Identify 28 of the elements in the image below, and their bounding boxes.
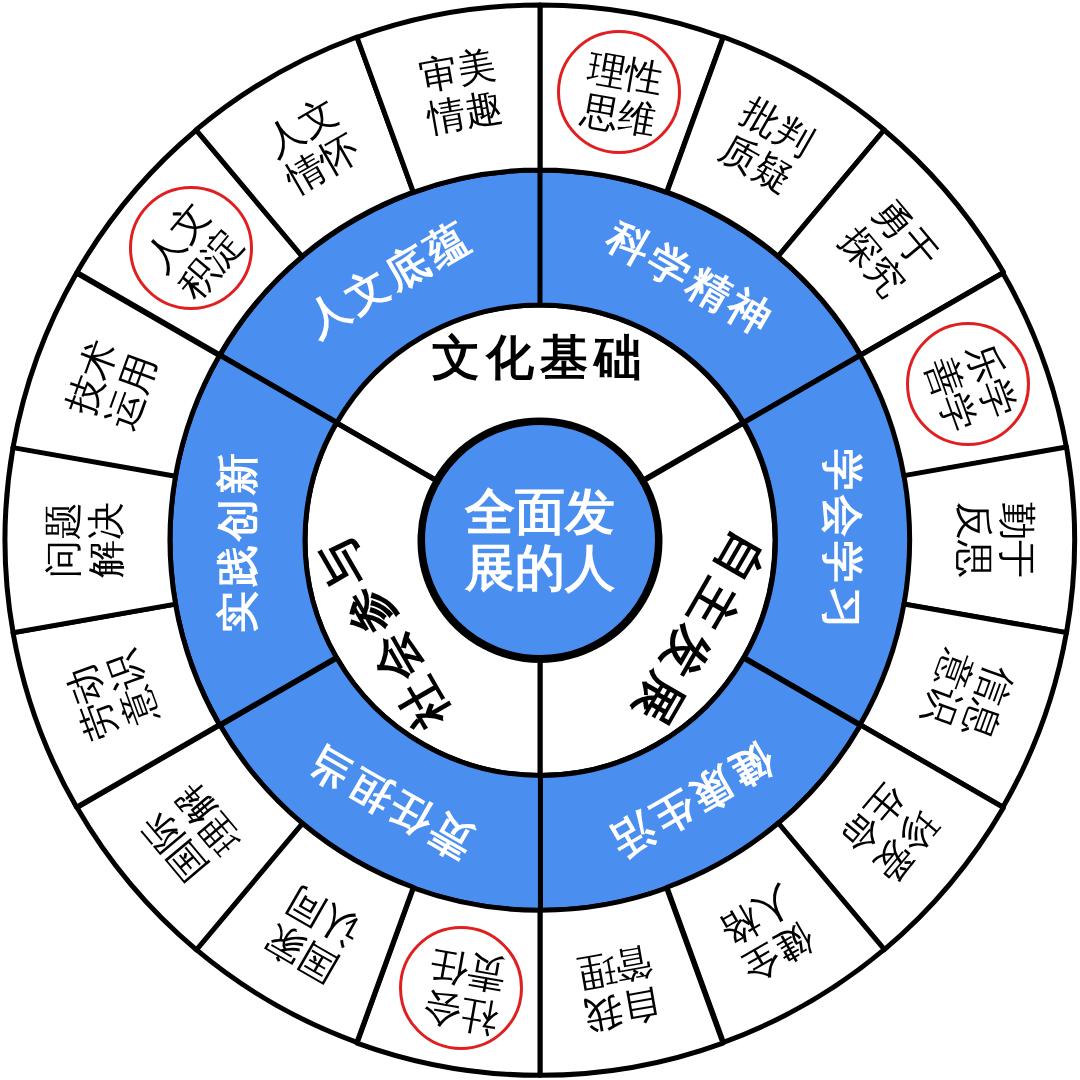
segment-label: 国家认同 [256,876,368,992]
segment-label: 乐学善学 [916,335,1025,440]
segment-label: 社会责任 [418,942,510,1041]
segment-label: 人文情怀 [256,88,368,204]
segment-label: 勤于反思 [952,501,1038,581]
segment-label: 健全人格 [712,876,824,992]
highlight-circle [905,322,1030,447]
segment-label: 责任担当 [297,735,481,868]
segment-label: 健康生活 [599,735,783,868]
segment-label: 人文积淀 [135,192,253,310]
segment-label: 社会参与 [305,523,460,738]
segment-label: 文化基础 [432,331,648,385]
segment-label: 批判质疑 [712,88,824,204]
segment-label: 珍爱生命 [830,774,948,892]
segment-label: 技术运用 [58,332,167,437]
segment-label: 审美情趣 [415,42,507,141]
segment-label: 自我管理 [573,939,665,1038]
segment-label: 信息意识 [913,644,1022,749]
segment-label: 理性思维 [576,45,668,144]
segment-label: 学会学习 [818,448,866,632]
segment-label: 自主发展 [620,523,775,738]
segment-label: 劳动意识 [58,644,167,749]
segment-label: 国际理解 [132,774,250,892]
segment-label: 问题解决 [42,501,128,581]
highlight-circle [557,29,681,154]
segment-label: 实践创新 [214,448,262,632]
segment-label: 勇于探究 [830,189,948,307]
segment-label: 全面发展的人 [463,484,616,596]
